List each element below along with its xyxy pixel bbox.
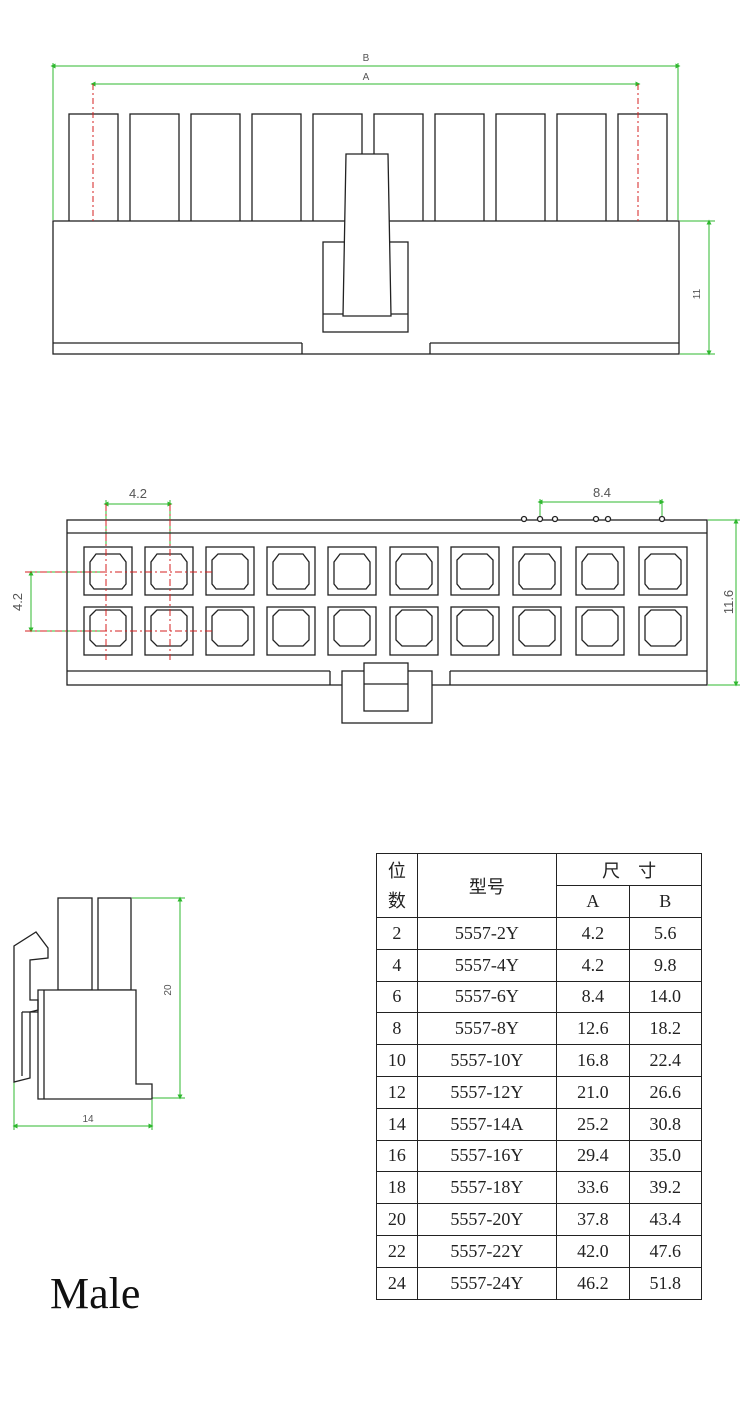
cavity-row-bottom <box>83 606 688 656</box>
cell-model: 5557-20Y <box>416 1203 558 1236</box>
cell-model: 5557-4Y <box>416 948 558 982</box>
cell-a: 25.2 <box>556 1107 630 1141</box>
cell-a: 21.0 <box>556 1075 630 1109</box>
dim-b-label: B <box>363 53 370 64</box>
cell-pos: 20 <box>376 1203 418 1236</box>
cell-pos: 22 <box>376 1234 418 1268</box>
cell-model: 5557-8Y <box>416 1012 558 1046</box>
cell-pos: 14 <box>376 1107 418 1141</box>
cell-b: 26.6 <box>628 1075 703 1109</box>
face-centerlines <box>25 504 215 660</box>
dim-pitch-v-label: 4.2 <box>10 593 25 611</box>
header-size: 尺 寸 <box>556 853 702 886</box>
cell-b: 9.8 <box>628 948 703 982</box>
cell-a: 12.6 <box>556 1012 630 1046</box>
cell-model: 5557-12Y <box>416 1075 558 1109</box>
cell-b: 14.0 <box>628 980 703 1014</box>
cell-b: 22.4 <box>628 1044 703 1077</box>
cell-pos: 24 <box>376 1266 418 1300</box>
cell-model: 5557-2Y <box>416 917 558 950</box>
cell-a: 16.8 <box>556 1044 630 1077</box>
cell-b: 43.4 <box>628 1203 703 1236</box>
cell-pos: 16 <box>376 1139 418 1173</box>
cell-pos: 6 <box>376 980 418 1014</box>
cell-model: 5557-22Y <box>416 1234 558 1268</box>
header-positions-line1: 位 <box>387 860 406 881</box>
cell-a: 4.2 <box>556 948 630 982</box>
face-view <box>25 499 740 724</box>
cell-b: 30.8 <box>628 1107 703 1141</box>
cell-a: 4.2 <box>556 917 630 950</box>
cell-b: 35.0 <box>628 1139 703 1173</box>
header-model: 型号 <box>416 853 558 918</box>
dim-a-label: A <box>363 72 370 83</box>
cell-pos: 2 <box>376 917 418 950</box>
cell-a: 8.4 <box>556 980 630 1014</box>
header-col-a: A <box>556 885 630 918</box>
cell-b: 51.8 <box>628 1266 703 1300</box>
cell-model: 5557-14A <box>416 1107 558 1141</box>
cavity-row-top <box>83 546 688 596</box>
cell-b: 5.6 <box>628 917 703 950</box>
cell-a: 33.6 <box>556 1171 630 1205</box>
cell-a: 46.2 <box>556 1266 630 1300</box>
header-positions: 位 数 <box>376 853 418 918</box>
header-col-b: B <box>628 885 703 918</box>
cell-pos: 12 <box>376 1075 418 1109</box>
dim-side-height-label: 20 <box>163 984 174 996</box>
header-positions-line2: 数 <box>387 890 406 911</box>
cell-a: 29.4 <box>556 1139 630 1173</box>
cell-b: 18.2 <box>628 1012 703 1046</box>
top-view <box>50 63 715 356</box>
cell-pos: 10 <box>376 1044 418 1077</box>
cell-model: 5557-16Y <box>416 1139 558 1173</box>
cell-a: 42.0 <box>556 1234 630 1268</box>
cell-b: 39.2 <box>628 1171 703 1205</box>
dim-height-label: 11 <box>692 288 703 299</box>
cell-pos: 8 <box>376 1012 418 1046</box>
cell-b: 47.6 <box>628 1234 703 1268</box>
cell-model: 5557-10Y <box>416 1044 558 1077</box>
dim-pitch-h-label: 4.2 <box>129 486 147 501</box>
dim-side-width-label: 14 <box>82 1114 94 1125</box>
side-view <box>12 896 185 1130</box>
cell-model: 5557-24Y <box>416 1266 558 1300</box>
dim-depth-label: 11.6 <box>721 590 736 614</box>
cell-a: 37.8 <box>556 1203 630 1236</box>
gender-label: Male <box>50 1269 141 1318</box>
cell-pos: 18 <box>376 1171 418 1205</box>
cell-model: 5557-6Y <box>416 980 558 1014</box>
dim-latch-span-label: 8.4 <box>593 485 611 500</box>
cell-pos: 4 <box>376 948 418 982</box>
cell-model: 5557-18Y <box>416 1171 558 1205</box>
